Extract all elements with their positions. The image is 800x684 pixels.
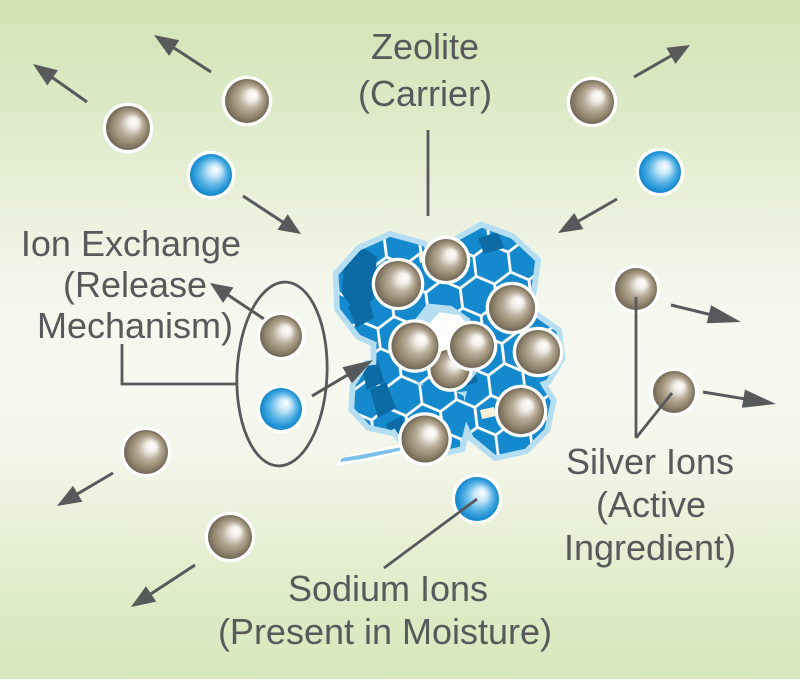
svg-text:Sodium Ions: Sodium Ions <box>288 568 488 609</box>
svg-text:Mechanism): Mechanism) <box>37 305 233 346</box>
svg-text:(Present in Moisture): (Present in Moisture) <box>218 611 552 652</box>
svg-text:(Carrier): (Carrier) <box>358 73 492 114</box>
svg-text:Silver Ions: Silver Ions <box>566 441 734 482</box>
svg-text:Ion Exchange: Ion Exchange <box>21 223 241 264</box>
svg-text:Zeolite: Zeolite <box>371 26 479 67</box>
svg-text:Ingredient): Ingredient) <box>564 527 736 568</box>
svg-text:(Active: (Active <box>596 484 706 525</box>
svg-text:(Release: (Release <box>63 264 207 305</box>
